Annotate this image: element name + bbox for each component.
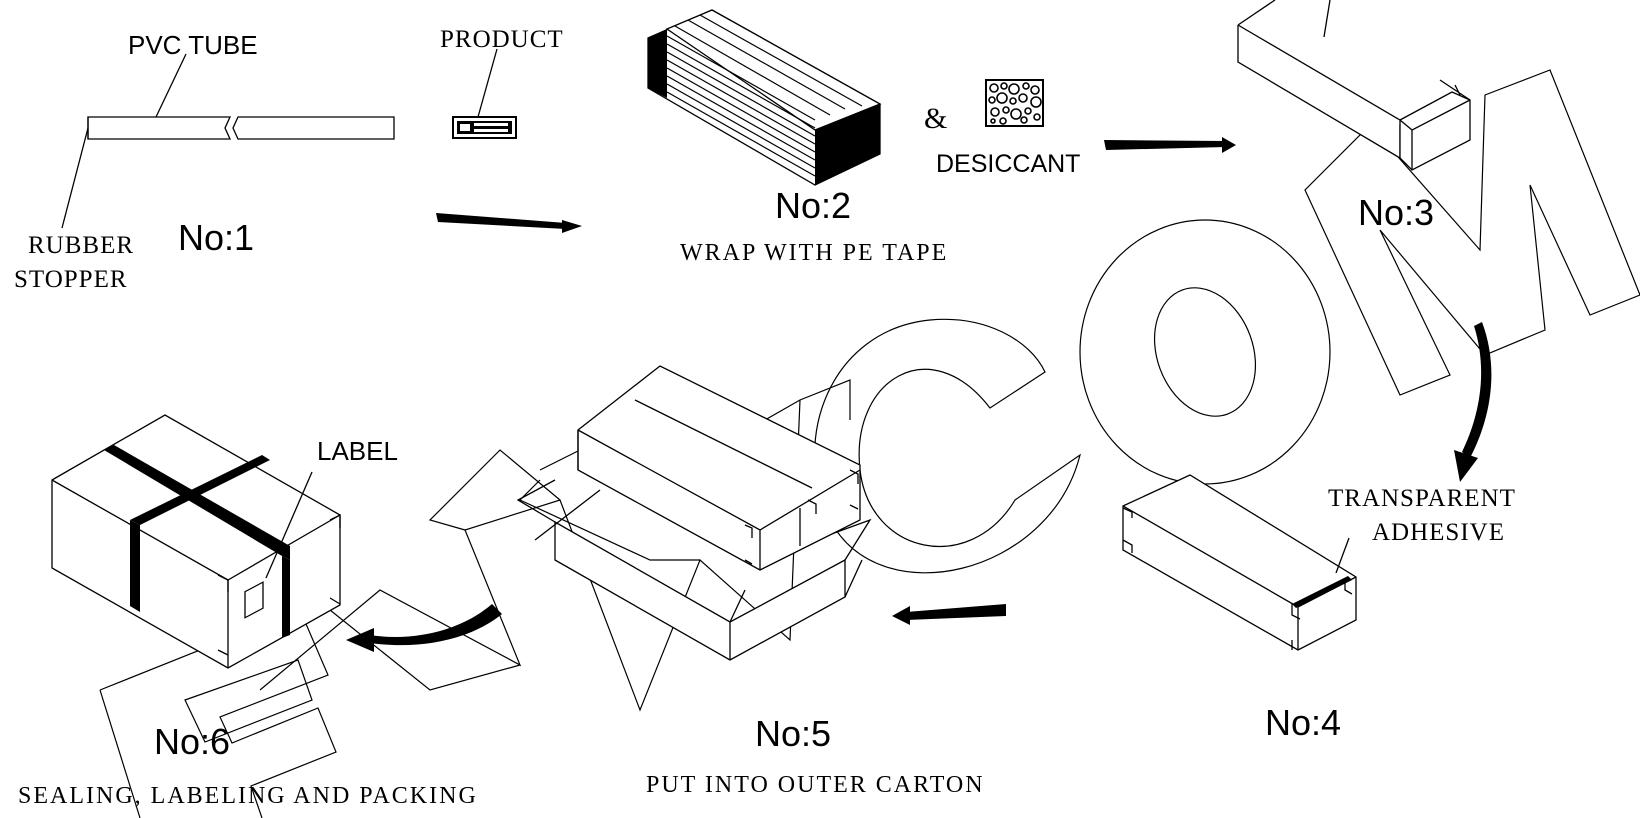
watermark-letter-e: [99, 609, 337, 818]
step-5-caption: PUT INTO OUTER CARTON: [646, 772, 985, 798]
product-icon: [452, 116, 517, 139]
step-2: & DESICCANT No:2 WRAP WITH PE TAPE: [647, 9, 1080, 266]
step-4: TRANSPARENT ADHESIVE No:4: [1122, 474, 1516, 743]
step-6-number: No:6: [154, 721, 230, 762]
watermark-letter-o: [1079, 219, 1331, 485]
desiccant-label: DESICCANT: [936, 150, 1080, 178]
step-6-caption: SEALING, LABELING AND PACKING: [18, 783, 478, 809]
watermark-letter-m: [1304, 69, 1640, 396]
rubber-stopper-label-1: RUBBER: [28, 232, 134, 259]
step-3-number: No:3: [1358, 192, 1434, 233]
step-5: No:5 PUT INTO OUTER CARTON: [516, 365, 985, 798]
step-3: No:3: [1237, 0, 1471, 233]
arrow-2-to-3: [1104, 137, 1236, 153]
label-leader: [265, 471, 313, 579]
arrow-5-to-6: [346, 604, 502, 652]
arrow-4-to-5: [892, 604, 1006, 625]
taped-box-icon: [1122, 474, 1357, 651]
watermark-letter-w: [259, 379, 851, 712]
pvc-tube-label: PVC TUBE: [128, 30, 258, 60]
wrapped-bundle-icon: [647, 9, 882, 186]
step-2-caption: WRAP WITH PE TAPE: [680, 240, 948, 266]
sealed-carton-icon: [51, 414, 341, 669]
step-6: LABEL No:6 SEALING, LABELING AND PACKING: [18, 414, 478, 809]
pvc-tube-left: [87, 116, 232, 140]
arrow-1-to-2: [436, 213, 582, 233]
pvc-tube-right: [232, 116, 395, 140]
step-1: PVC TUBE RUBBER STOPPER PRODUCT No:1: [14, 26, 564, 293]
desiccant-icon: [985, 79, 1044, 127]
outer-carton-icon: [516, 365, 872, 661]
label-callout: LABEL: [317, 436, 398, 466]
rubber-stopper-label-2: STOPPER: [14, 266, 128, 293]
pvc-tube-leader: [155, 53, 187, 118]
step-1-number: No:1: [178, 217, 254, 258]
transparent-adhesive-label-1: TRANSPARENT: [1328, 485, 1516, 512]
adhesive-leader: [1335, 537, 1350, 574]
step-5-number: No:5: [755, 713, 831, 754]
step-4-number: No:4: [1265, 702, 1341, 743]
product-leader: [477, 48, 498, 118]
product-label: PRODUCT: [440, 26, 564, 53]
inner-box-closing-icon: [1237, 0, 1471, 171]
watermark-letter-c: [814, 318, 1081, 574]
label-sticker: [244, 581, 264, 619]
transparent-adhesive-label-2: ADHESIVE: [1372, 519, 1505, 546]
ampersand: &: [924, 102, 947, 135]
arrow-3-to-4: [1454, 322, 1492, 482]
step-2-number: No:2: [775, 185, 851, 226]
rubber-stopper-leader: [61, 127, 89, 229]
